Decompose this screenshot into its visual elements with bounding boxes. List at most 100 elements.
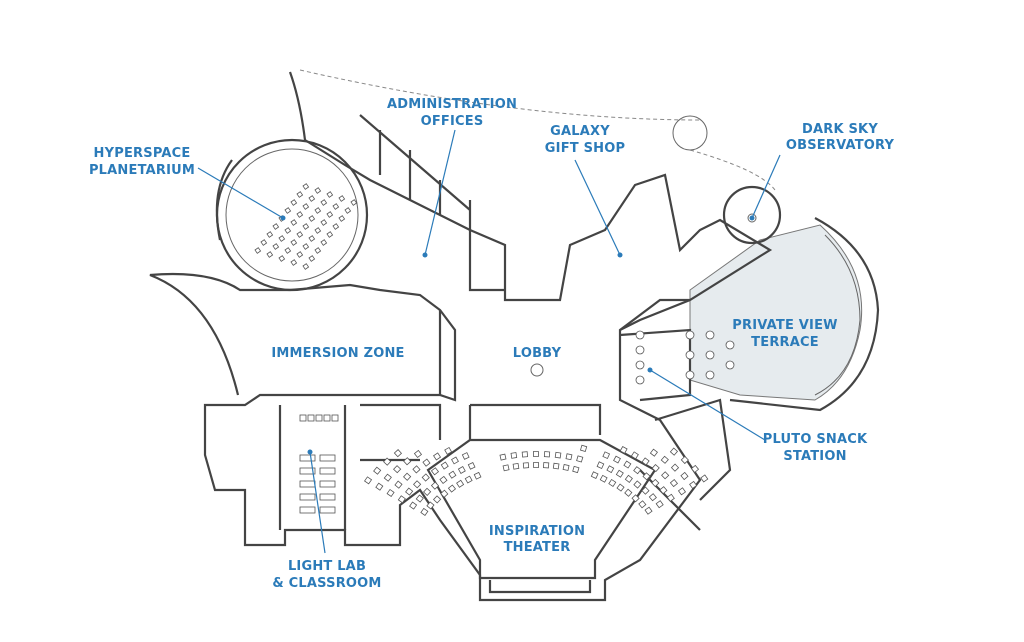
seat: [320, 199, 328, 206]
seat: [308, 215, 316, 222]
observatory: [722, 185, 782, 245]
table: [635, 330, 645, 340]
seat: [319, 467, 336, 475]
seat: [422, 458, 431, 467]
seat: [456, 479, 465, 488]
seat: [572, 465, 580, 474]
table: [685, 370, 695, 380]
seat: [533, 462, 539, 468]
label-planetarium-2: PLANETARIUM: [89, 163, 195, 178]
seat: [409, 501, 418, 510]
seat: [543, 451, 551, 458]
seat: [254, 247, 262, 254]
seat: [296, 211, 304, 218]
seat: [299, 414, 307, 422]
table: [635, 360, 645, 370]
seat: [638, 500, 647, 509]
seat: [415, 494, 424, 503]
seat: [649, 448, 658, 457]
seat: [314, 187, 322, 194]
seat: [302, 263, 310, 270]
seat: [439, 475, 448, 484]
seat: [386, 488, 395, 498]
seat: [590, 471, 599, 479]
seat: [290, 219, 298, 226]
theater-seating: [364, 444, 709, 516]
seat: [660, 455, 669, 464]
seat: [320, 239, 328, 246]
seat: [302, 203, 310, 210]
seat: [522, 462, 530, 469]
seat: [651, 463, 660, 473]
seat: [533, 451, 539, 457]
seat: [690, 464, 700, 474]
seat: [403, 457, 412, 466]
seat: [576, 455, 584, 463]
seat: [616, 483, 625, 492]
seat: [426, 501, 435, 510]
seat: [451, 456, 459, 465]
building-outline: [149, 71, 773, 602]
seat: [433, 452, 442, 461]
seat: [651, 478, 660, 488]
label-lobby: LOBBY: [513, 346, 562, 361]
seat: [308, 235, 316, 242]
seat: [299, 467, 316, 475]
seat: [364, 476, 373, 485]
terrace-curved-wall: [729, 217, 880, 412]
table: [635, 345, 645, 355]
seat: [413, 449, 423, 459]
seat: [421, 473, 430, 482]
seat: [655, 500, 664, 509]
seat: [266, 231, 274, 238]
seat: [299, 493, 316, 501]
seat: [383, 473, 392, 482]
table: [685, 330, 695, 340]
seat: [430, 467, 440, 476]
seat: [302, 243, 310, 250]
seat: [512, 462, 520, 470]
seat: [331, 414, 339, 422]
seat: [299, 480, 316, 488]
seat: [326, 231, 334, 238]
seat: [623, 460, 632, 469]
seat: [344, 207, 352, 214]
label-snack-2: STATION: [783, 449, 846, 464]
seat: [565, 453, 573, 461]
seat: [499, 453, 507, 461]
seat: [308, 255, 316, 262]
seat: [299, 454, 316, 462]
seat: [700, 474, 709, 483]
seat: [326, 191, 334, 198]
seat: [350, 199, 358, 206]
seat: [641, 457, 650, 466]
seat: [260, 239, 268, 246]
seat: [624, 474, 633, 483]
seat: [272, 223, 280, 230]
seat: [290, 239, 298, 246]
seat: [661, 471, 670, 480]
seat: [302, 223, 310, 230]
seat: [579, 444, 588, 452]
classroom-desks: [299, 414, 339, 514]
seat: [319, 506, 336, 514]
table: [725, 340, 735, 350]
site-arc-right: [689, 149, 776, 191]
seat: [319, 454, 336, 462]
planetarium-seating: [254, 183, 358, 270]
seat: [338, 215, 346, 222]
seat: [562, 464, 570, 471]
seat: [373, 466, 382, 475]
label-theater-1: INSPIRATION: [489, 524, 585, 539]
seat: [332, 223, 340, 230]
table: [635, 375, 645, 385]
seat: [630, 451, 639, 460]
seat: [296, 191, 304, 198]
seat: [642, 472, 651, 481]
seat: [670, 463, 680, 472]
seat: [644, 506, 653, 515]
terrace-paving: [689, 224, 863, 401]
table: [705, 350, 715, 360]
seat: [554, 451, 562, 459]
seat: [648, 493, 657, 502]
